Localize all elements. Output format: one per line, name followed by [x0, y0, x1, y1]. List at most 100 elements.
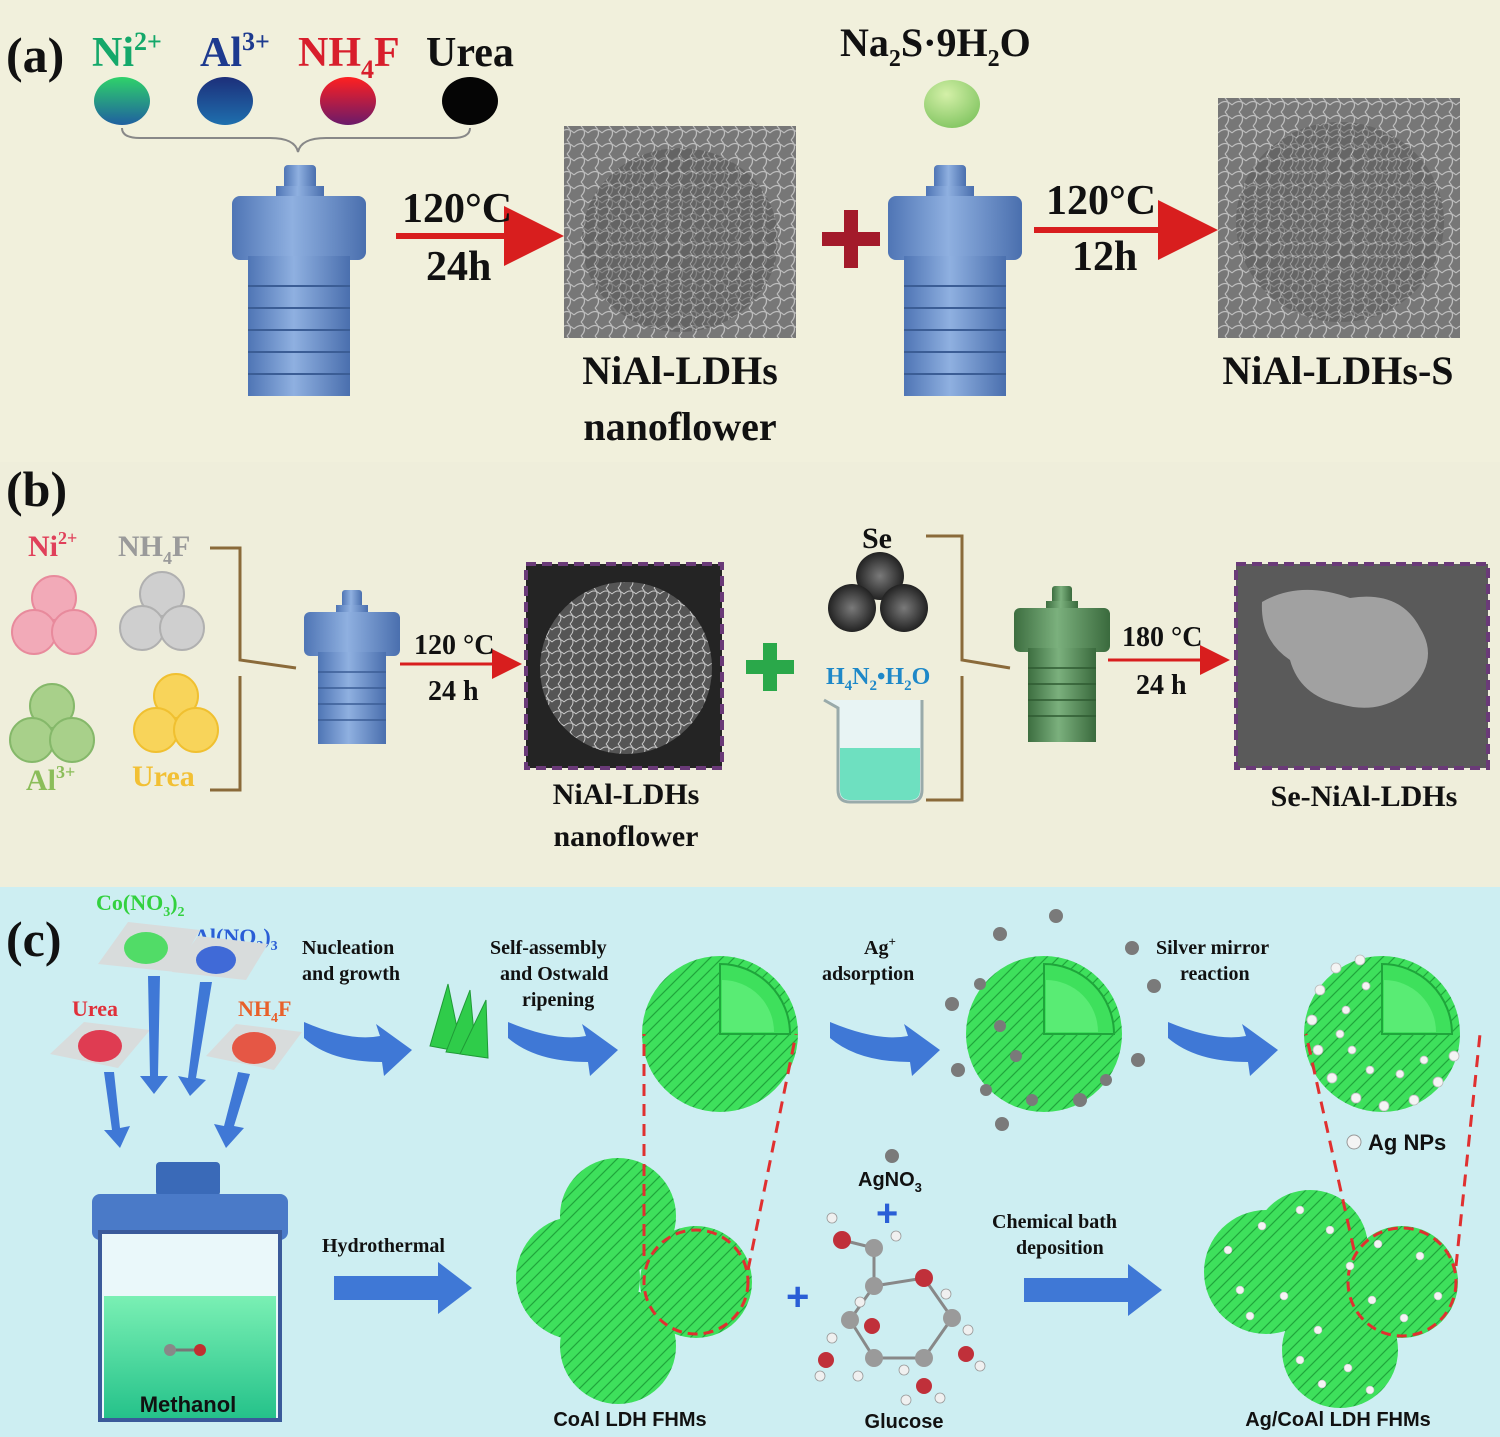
step-b1-time: 24 h [428, 676, 479, 707]
panel-a-reagent-labels: Ni2+ Al3+ NH4F Urea [92, 27, 514, 84]
reagent-group-brace [121, 127, 471, 153]
autoclave-a2-icon [888, 165, 1022, 396]
reagent-urea-sphere [442, 77, 498, 125]
autoclave-b1-icon [304, 590, 400, 744]
product-b1-line1: NiAl-LDHs [553, 778, 700, 811]
step-a1-time: 24h [426, 244, 491, 290]
beaker-icon [823, 698, 924, 804]
arrow-nucleation [304, 1022, 412, 1076]
reagent-bracket-b2 [926, 534, 1011, 802]
step-self-assembly-line1: Self-assembly [490, 937, 607, 959]
reagent-ni-sphere [94, 77, 150, 125]
reagent-nh4f-label: NH4F [298, 30, 400, 84]
panel-b-label: (b) [6, 461, 67, 517]
plus-icon-a [822, 210, 880, 268]
agno3-particle [885, 1149, 899, 1163]
reagent-urea-label: Urea [426, 30, 514, 76]
reagent-pour-arrows [104, 976, 250, 1148]
weighing-paper-al [172, 936, 268, 980]
additive-na2s-label: Na2S·9H2O [840, 20, 1031, 72]
step-b2-time: 24 h [1136, 670, 1187, 701]
product-a1-line1: NiAl-LDHs [582, 348, 778, 393]
agno3-label: AgNO3 [858, 1169, 922, 1195]
coal-ldh-fhms-cluster [516, 1158, 752, 1404]
step-hydrothermal: Hydrothermal [322, 1235, 445, 1257]
reagent-ni-label: Ni2+ [92, 27, 162, 76]
methanol-label: Methanol [140, 1392, 237, 1417]
selenium-particles [828, 552, 928, 632]
step-b1-temperature: 120 °C [414, 630, 494, 661]
coal-ldh-fhms-label: CoAl LDH FHMs [553, 1409, 706, 1431]
reagent-c-nh4f-label: NH4F [238, 996, 291, 1026]
reagent-b-urea-label: Urea [132, 760, 195, 793]
step-a2-time: 12h [1072, 234, 1137, 280]
glucose-molecule [814, 1212, 986, 1406]
plus-icon-c1: + [786, 1275, 809, 1319]
step-b2-temperature: 180 °C [1122, 622, 1202, 653]
ag-coal-ldh-fhms-label: Ag/CoAl LDH FHMs [1245, 1409, 1431, 1431]
step-ag-adsorption-line1: Ag+ [864, 934, 896, 959]
ag-nps-legend-dot [1346, 1134, 1362, 1150]
step-nucleation-line2: and growth [302, 963, 400, 985]
arrow-self-assembly [508, 1022, 618, 1076]
weighing-paper-nh4f [206, 1024, 302, 1070]
product-a2-label: NiAl-LDHs-S [1222, 348, 1453, 393]
glucose-label: Glucose [865, 1411, 944, 1433]
sem-se-particle [1261, 589, 1428, 708]
coal-ldh-hollow-sphere [642, 956, 798, 1112]
product-a1-line2: nanoflower [583, 404, 776, 449]
reagent-c-urea-label: Urea [72, 996, 118, 1021]
plus-icon-b [746, 643, 794, 691]
hydrazine-label: H4N2•H2O [826, 664, 930, 694]
plus-icon-c2: + [876, 1193, 898, 1235]
ldh-nanosheets-icon [429, 983, 489, 1059]
sem-flower-shape [582, 148, 778, 332]
reagent-nh4f-sphere [320, 77, 376, 125]
arrow-silver-mirror [1168, 1022, 1278, 1076]
reagent-b-nh4f-label: NH4F [118, 530, 190, 568]
reagent-b-al-label: Al3+ [26, 762, 75, 797]
reagent-c-co-label: Co(NO3)2 [96, 890, 185, 920]
step-a1-temperature: 120°C [402, 186, 512, 232]
autoclave-b2-icon [1014, 586, 1110, 742]
step-self-assembly-line2: and Ostwald [500, 963, 608, 985]
step-ag-adsorption-line2: adsorption [822, 963, 914, 985]
sem-flower-shape-s [1236, 122, 1444, 322]
weighing-paper-co [98, 922, 200, 972]
ag-ions-dots [945, 909, 1161, 1131]
weighing-paper-urea [50, 1022, 150, 1068]
arrow-ag-adsorption [830, 1022, 940, 1076]
reagent-al-sphere [197, 77, 253, 125]
ni-ion-cluster [11, 575, 97, 655]
sem-b-flower-sphere [540, 582, 712, 754]
panel-a-label: (a) [6, 27, 64, 83]
selenium-label: Se [862, 522, 892, 555]
ag-nps-label: Ag NPs [1368, 1130, 1446, 1155]
methanol-reactor-icon [92, 1162, 288, 1422]
ag-nanoparticles-dots [1306, 954, 1460, 1112]
process-arrows-blue [304, 1022, 1278, 1316]
step-nucleation-line1: Nucleation [302, 937, 394, 959]
reagent-bracket-b1 [210, 546, 297, 792]
product-b2-label: Se-NiAl-LDHs [1271, 780, 1458, 813]
ag-coated-sphere [1304, 956, 1460, 1112]
additive-na2s-sphere [924, 80, 980, 128]
nh4f-ion-cluster [119, 571, 205, 651]
step-silver-mirror-line2: reaction [1180, 963, 1250, 985]
arrow-hydrothermal [334, 1262, 472, 1314]
step-a2-temperature: 120°C [1046, 178, 1156, 224]
step-self-assembly-line3: ripening [522, 989, 594, 1011]
panel-c-label: (c) [6, 911, 62, 967]
reagent-al-label: Al3+ [200, 27, 270, 76]
arrow-chemical-bath [1024, 1264, 1162, 1316]
al-ion-cluster [9, 683, 95, 763]
autoclave-a1-icon [232, 165, 366, 396]
zoom-lines-left [642, 1033, 798, 1271]
urea-cluster [133, 673, 219, 753]
product-b1-line2: nanoflower [554, 820, 699, 853]
zoom-lines-right [1304, 1033, 1482, 1267]
step-silver-mirror-line1: Silver mirror [1156, 937, 1269, 959]
step-chemical-bath-line1: Chemical bath [992, 1211, 1117, 1233]
step-chemical-bath-line2: deposition [1016, 1237, 1104, 1259]
